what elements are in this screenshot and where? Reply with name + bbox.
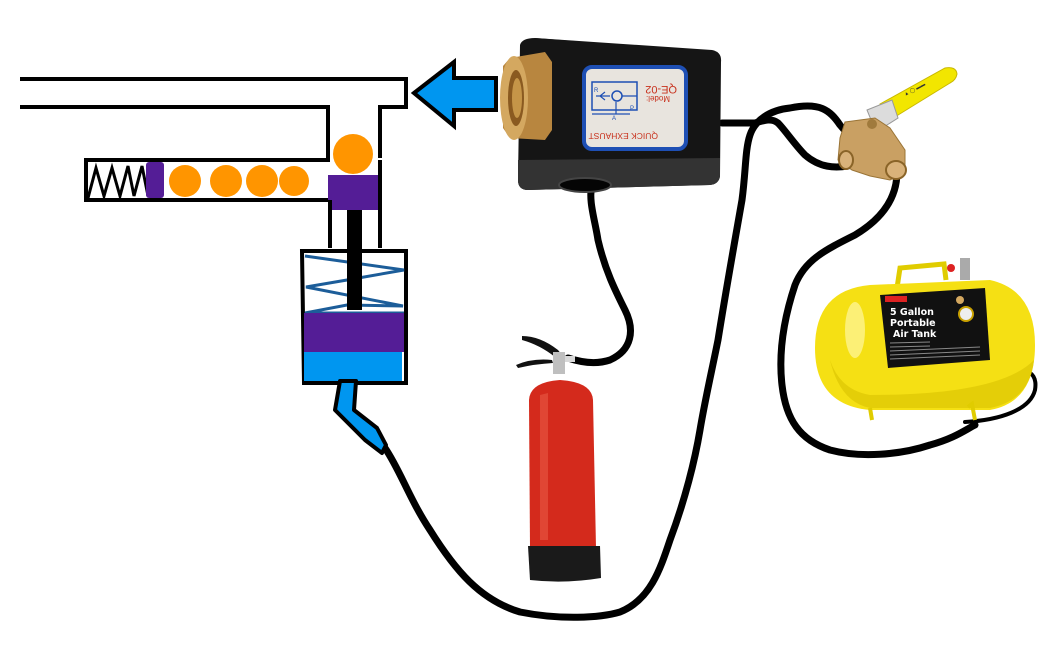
- magazine-outline: [84, 158, 328, 202]
- quick-exhaust-label: QUICK EXHAUST: [589, 131, 658, 141]
- portable-air-tank: 5 Gallon Portable Air Tank: [815, 258, 1035, 421]
- brass-fitting: [500, 52, 552, 140]
- extinguisher-valve: [553, 352, 565, 374]
- paintball: [210, 165, 242, 197]
- hose-ballvalve-to-tank: [777, 168, 979, 459]
- hoses: [381, 102, 1038, 621]
- air-chamber: [304, 352, 402, 381]
- tank-label-line1: 5 Gallon: [890, 307, 934, 318]
- model-number-label: QE-02: [645, 83, 677, 95]
- tank-feet: [868, 400, 977, 421]
- bolt-guide: [328, 160, 382, 248]
- port-a-label: A: [612, 116, 616, 122]
- extinguisher-hose-coupler: [565, 356, 575, 362]
- cylinder-outlet: [333, 379, 388, 455]
- barrel-tube: [20, 77, 408, 162]
- magazine-balls: [169, 165, 309, 197]
- magazine-spring: [86, 162, 150, 202]
- tank-fine-print: [889, 341, 981, 360]
- valve-port-left: [838, 150, 854, 170]
- hose-exhaust-to-extinguisher: [564, 181, 634, 367]
- valve-stem-nut: [867, 119, 877, 129]
- fitting-thread: [512, 78, 522, 118]
- tank-shadow: [830, 360, 1034, 408]
- arrow-icon: [410, 57, 498, 131]
- valve-label: R P A Model: QE-02 QUICK EXHAUST: [582, 65, 688, 151]
- bolt-cylinder: [299, 160, 408, 455]
- port-r-label: R: [594, 88, 599, 94]
- three-way-ball-valve: ▲ ◯ ▬▬: [837, 67, 958, 181]
- fire-extinguisher-reservoir: [516, 336, 601, 582]
- valve-handle: [879, 67, 958, 121]
- port-p-label: P: [630, 106, 634, 112]
- chamber-ball: [333, 134, 373, 174]
- valve-port-right: [885, 160, 907, 180]
- extinguisher-base: [528, 546, 601, 582]
- barrel-inner-wall: [20, 105, 330, 162]
- model-label: Model:: [646, 94, 670, 103]
- ball-magazine: [84, 158, 328, 202]
- air-flow-arrow: [410, 57, 498, 131]
- tank-label-line2: Portable: [890, 318, 936, 329]
- label-plate: [582, 65, 688, 151]
- tank-highlight: [845, 302, 865, 358]
- tank-pressure-gauge: [958, 306, 974, 322]
- bolt-head: [328, 175, 378, 210]
- paintball: [246, 165, 278, 197]
- quick-exhaust-valve: R P A Model: QE-02 QUICK EXHAUST: [500, 38, 722, 193]
- tank-fill-valve: [960, 258, 970, 280]
- valve-bottom-face: [518, 158, 720, 190]
- tank-valve-cap: [947, 264, 955, 272]
- paintball: [169, 165, 201, 197]
- tank-label-line3: Air Tank: [893, 329, 937, 340]
- piston-rod: [347, 210, 362, 310]
- tank-gauge-fitting: [956, 296, 964, 304]
- schematic-lines: [592, 91, 637, 115]
- extinguisher-lever-lower: [516, 359, 553, 368]
- paintball: [279, 166, 309, 196]
- valve-bottom-port: [558, 177, 612, 193]
- tank-brand-mark: [885, 296, 907, 302]
- extinguisher-lever: [522, 336, 562, 357]
- hose-cylinder-to-ballvalve: [381, 102, 864, 621]
- extinguisher-body: [529, 380, 596, 548]
- piston: [304, 313, 404, 352]
- barrel-outline: [20, 77, 408, 158]
- tank-handle: [894, 261, 949, 289]
- extinguisher-highlight: [540, 393, 548, 540]
- hose-exhaust-to-ballvalve: [718, 116, 852, 171]
- magazine-follower: [146, 162, 164, 198]
